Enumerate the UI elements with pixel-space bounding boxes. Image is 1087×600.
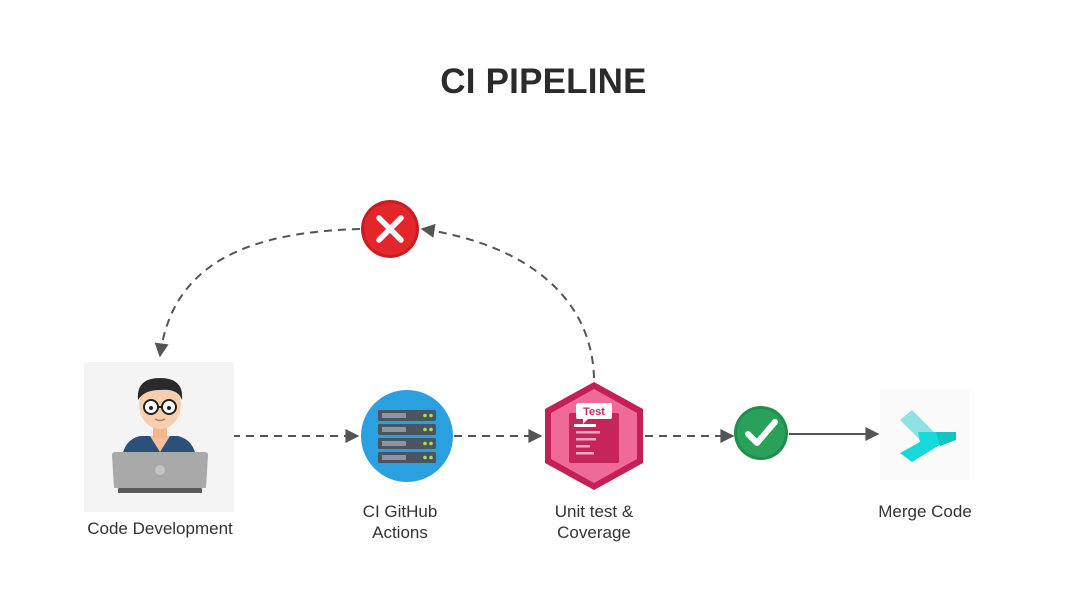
page-title: CI PIPELINE xyxy=(440,62,647,101)
node-pass xyxy=(734,406,788,460)
label-merge-code: Merge Code xyxy=(855,501,995,522)
node-ci-github-actions xyxy=(361,390,453,482)
label-code-development: Code Development xyxy=(70,518,250,539)
label-unit-test-line1: Unit test & xyxy=(554,502,634,521)
connectors xyxy=(154,223,880,443)
label-unit-test: Unit test & Coverage xyxy=(524,501,664,543)
arrow-fail-to-dev xyxy=(154,228,361,358)
label-merge-code-text: Merge Code xyxy=(878,502,972,521)
server-icon xyxy=(378,410,436,463)
label-ci-line1: CI GitHub xyxy=(362,502,438,521)
label-unit-test-line2: Coverage xyxy=(557,523,631,542)
check-icon xyxy=(745,419,778,446)
node-fail xyxy=(361,200,419,258)
close-icon xyxy=(376,215,404,243)
label-ci-github-actions: CI GitHub Actions xyxy=(330,501,470,543)
test-report-icon: Test xyxy=(569,403,619,463)
arrow-test-to-fail xyxy=(420,223,595,379)
test-badge: Test xyxy=(583,406,605,418)
label-code-development-text: Code Development xyxy=(87,519,233,538)
node-unit-test: Test xyxy=(545,382,643,490)
node-merge-code xyxy=(880,390,970,480)
developer-laptop-icon xyxy=(112,378,208,493)
node-code-development xyxy=(84,362,234,512)
merge-icon xyxy=(900,410,956,462)
label-ci-line2: Actions xyxy=(372,523,428,542)
